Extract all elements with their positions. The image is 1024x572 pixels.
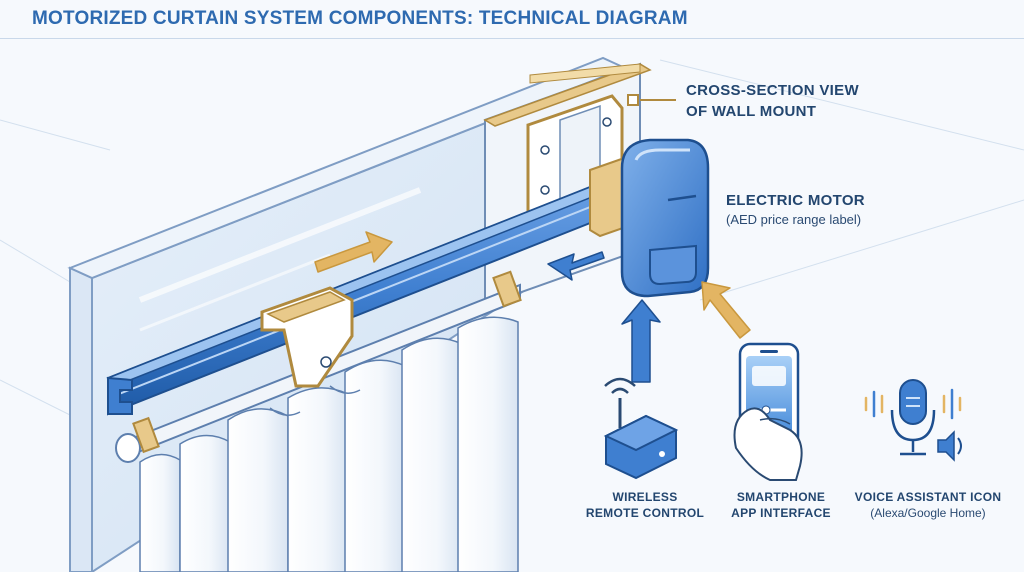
label-phone-line2: APP INTERFACE: [731, 506, 831, 520]
label-phone-line1: SMARTPHONE: [736, 490, 826, 504]
speaker-icon: [937, 430, 962, 462]
screw-hole-icon: [540, 185, 550, 195]
screw-hole-icon: [320, 356, 332, 368]
label-remote-line2: REMOTE CONTROL: [585, 506, 705, 520]
wifi-icon: [604, 377, 636, 387]
construction-lines: [0, 59, 1024, 431]
curtain-panels: [139, 316, 519, 572]
microphone-icon: [899, 379, 927, 425]
wall-mount-leader: [627, 94, 676, 106]
page-title: MOTORIZED CURTAIN SYSTEM COMPONENTS: TEC…: [32, 8, 688, 29]
arrow-left-icon: [547, 251, 605, 281]
title-divider: [0, 38, 1024, 39]
label-remote-line1: WIRELESS: [612, 490, 678, 504]
hand-icon: [733, 407, 803, 481]
smartphone-icon: [733, 342, 803, 481]
sound-wave-icon: [864, 388, 962, 420]
direction-arrows: [314, 231, 751, 383]
electric-motor: [620, 138, 710, 298]
router-icon: [603, 414, 679, 480]
label-voice-line2: (Alexa/Google Home): [870, 506, 986, 520]
screw-hole-icon: [540, 145, 550, 155]
remote-control: [603, 377, 679, 480]
label-motor-title: ELECTRIC MOTOR: [726, 192, 865, 209]
rail-carrier-bracket: [260, 286, 354, 388]
label-wall-mount-line1: CROSS-SECTION VIEW: [686, 82, 859, 99]
arrow-right-icon: [314, 231, 393, 273]
label-voice-line1: VOICE ASSISTANT ICON: [854, 490, 1002, 504]
voice-assistant: [864, 379, 962, 462]
arrow-up-icon: [621, 299, 661, 383]
screw-hole-icon: [602, 117, 612, 127]
label-wall-mount-line2: OF WALL MOUNT: [686, 103, 817, 120]
label-motor-note: (AED price range label): [726, 212, 862, 227]
arrow-up-left-icon: [701, 281, 751, 339]
